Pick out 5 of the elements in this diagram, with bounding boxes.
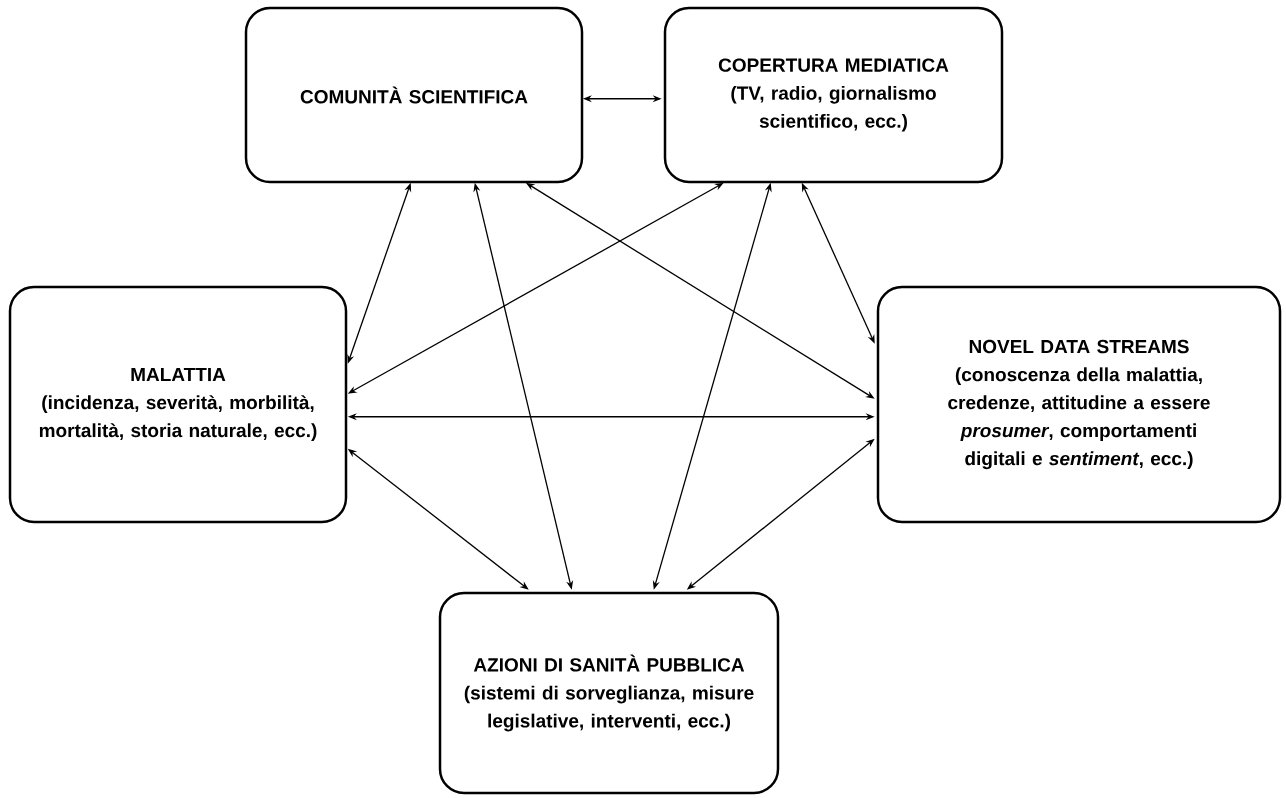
text-box: COPERTURA MEDIATICA (TV, radio, giornalismo scientifico, ecc.) bbox=[663, 6, 1004, 184]
text-box: NOVEL DATA STREAMS (conoscenza della malattia, credenze, attitudine a essere prosumer, comportamenti digitali e sentiment, ecc.) bbox=[876, 285, 1282, 524]
text-box: COMUNITÀ SCIENTIFICA bbox=[244, 6, 584, 184]
text-box: MALATTIA (incidenza, severità, morbilità, mortalità, storia naturale, ecc.) bbox=[8, 285, 348, 524]
text-box: AZIONI DI SANITÀ PUBBLICA (sistemi di sorveglianza, misure legislative, interventi, ecc.) bbox=[438, 591, 780, 795]
